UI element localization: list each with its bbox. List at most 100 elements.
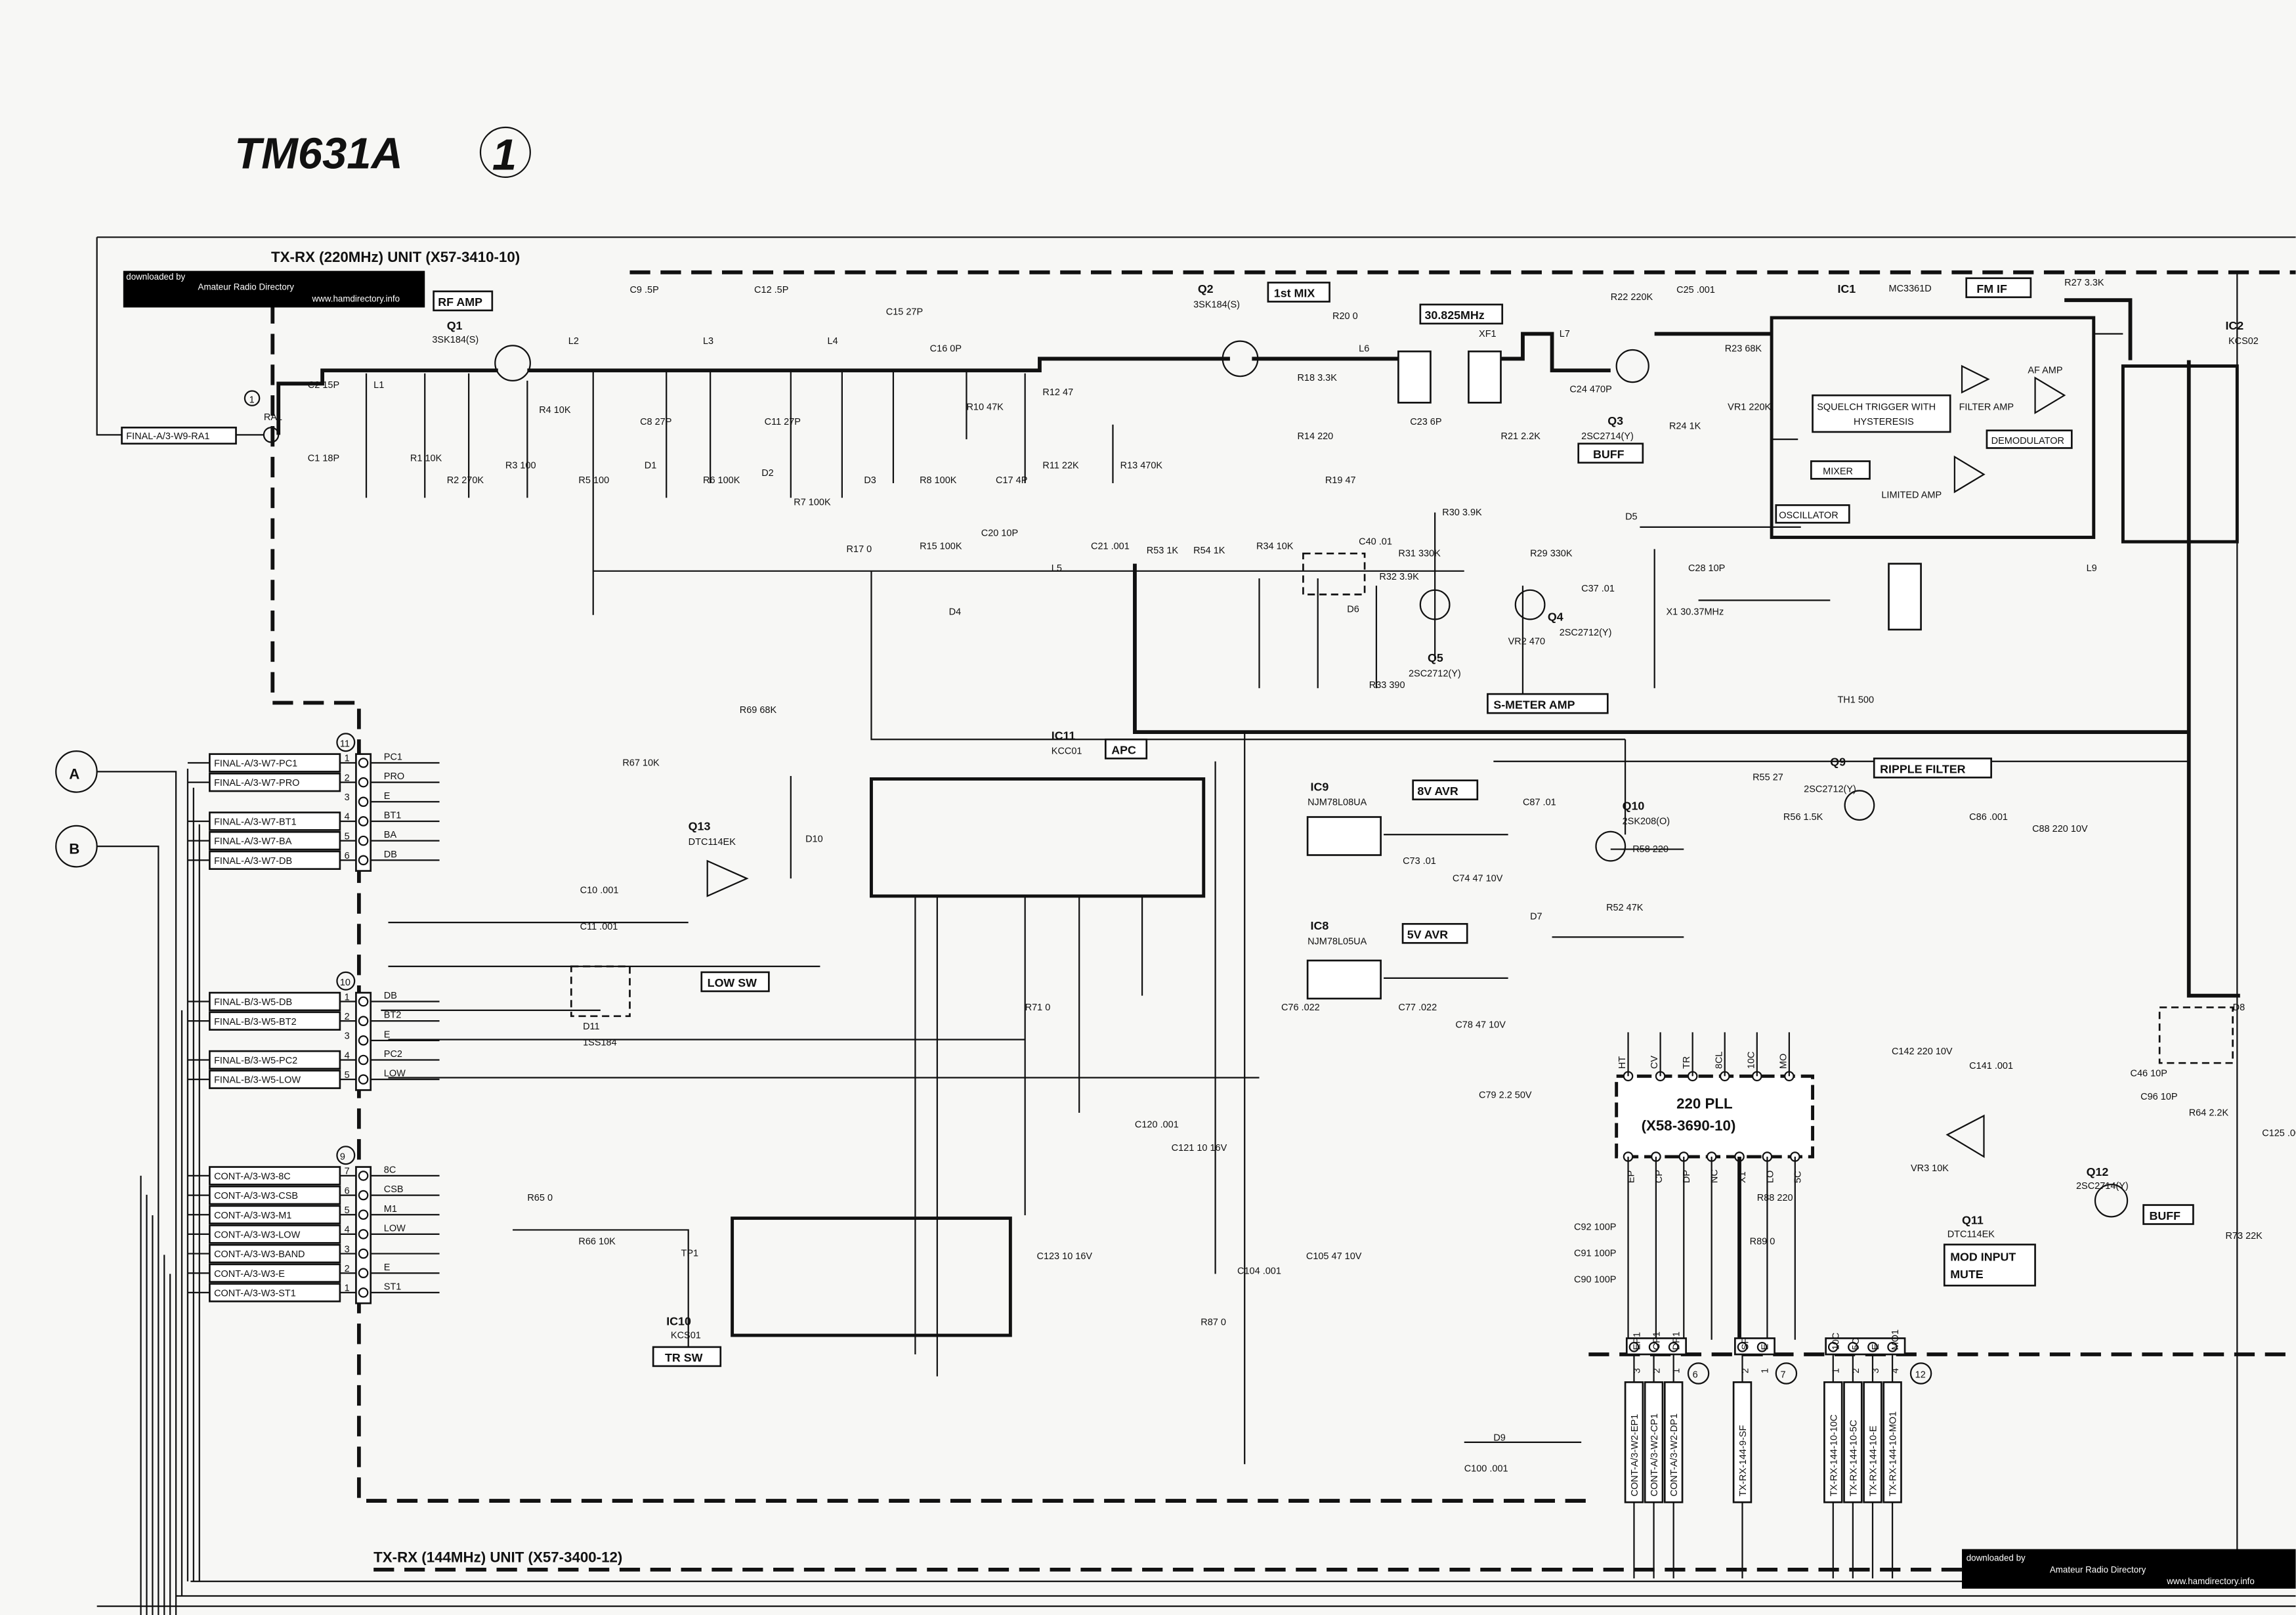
connector-number: 9 [340, 1152, 345, 1162]
connector-pin [1648, 1342, 1659, 1352]
component-label: L6 [1359, 343, 1369, 354]
pin-number: 2 [1851, 1368, 1861, 1373]
pin-signal: LOW [384, 1223, 406, 1234]
pin-signal: E [1871, 1343, 1881, 1350]
wire-label: CONT-A/3-W2-DP1 [1669, 1413, 1680, 1496]
component-label: R23 68K [1725, 343, 1762, 354]
component-label: VR1 220K [1728, 402, 1771, 412]
sheet-number-circle [479, 126, 531, 178]
wire-label: TX-RX-144-9-SF [1738, 1425, 1749, 1497]
connector-pin [358, 1248, 369, 1259]
pll-pin-label: HT [1617, 1056, 1628, 1069]
label-1st-mix: 1st MIX [1274, 287, 1315, 300]
component-label: R8 100K [920, 475, 957, 486]
ic11-box [870, 777, 1206, 898]
connector-number-circle [1687, 1362, 1710, 1385]
connector-body [355, 753, 372, 872]
pin-signal: CSB [384, 1184, 404, 1195]
pin-signal: EP1 [1632, 1332, 1642, 1350]
wire-label: FINAL-B/3-W5-LOW [214, 1075, 301, 1086]
component-label: C73 .01 [1403, 856, 1436, 867]
component-label: 3SK184(S) [432, 335, 478, 345]
component-label: R2 270K [447, 475, 484, 486]
pin-signal: DP1 [1672, 1331, 1682, 1350]
component-label: D5 [1625, 512, 1638, 523]
component-label: VR2 470 [1508, 636, 1545, 647]
component-label: R3 100 [505, 461, 536, 471]
component-label: R4 10K [539, 405, 571, 416]
wire-label-box [209, 1243, 341, 1264]
component-label: L5 [1052, 563, 1062, 574]
component-label: KCS01 [671, 1330, 701, 1341]
antenna-connector: FINAL-A/3-W9-RA1 1 RA1 [121, 390, 282, 445]
pin-signal: E [384, 1262, 391, 1273]
wire-label-box [209, 1263, 341, 1283]
connector-12: 12110CTX-RX-144-10-10C25CTX-RX-144-10-5C… [1823, 1329, 1932, 1579]
pin-number: 1 [1760, 1368, 1771, 1373]
wire-label: FINAL-B/3-W5-BT2 [214, 1017, 297, 1027]
pin-signal: DB [384, 850, 397, 860]
component-label: XF1 [1479, 329, 1497, 339]
pin-number: 4 [345, 812, 350, 823]
component-label: R14 220 [1297, 431, 1333, 442]
pin-signal: MO1 [1890, 1329, 1901, 1350]
pin-signal: SF [1740, 1338, 1751, 1350]
xf1-symbol [1397, 350, 1432, 404]
component-label: C10 .001 [580, 885, 619, 895]
pin-number: 3 [345, 792, 350, 803]
component-label: R88 220 [1757, 1193, 1793, 1203]
component-label: L4 [828, 336, 838, 347]
connector-pin [358, 996, 369, 1007]
component-label: R55 27 [1753, 773, 1783, 783]
component-label: Q13 [689, 820, 711, 833]
connector-pin [1848, 1342, 1858, 1352]
q13-symbol [706, 859, 749, 897]
component-label: R34 10K [1256, 541, 1294, 551]
pin-number: 5 [345, 1070, 350, 1081]
connector-pin [358, 777, 369, 788]
ic1-fm-if-block: SQUELCH TRIGGER WITH HYSTERESIS FILTER A… [1770, 316, 2096, 539]
component-label: R10 47K [966, 402, 1004, 412]
wire-label: FINAL-A/3-W7-BT1 [214, 817, 297, 828]
component-label: IC9 [1311, 780, 1329, 793]
q2-symbol [1222, 340, 1259, 377]
component-label: R21 2.2K [1500, 431, 1541, 442]
sheet-number: 1 [492, 131, 517, 180]
connector-pin [358, 855, 369, 866]
q4-symbol [1514, 589, 1546, 620]
component-label: C8 27P [640, 417, 671, 427]
pin-signal: PC2 [384, 1049, 402, 1060]
ic1-squelch-label: SQUELCH TRIGGER WITH [1817, 402, 1936, 412]
component-label: KCC01 [1052, 746, 1082, 757]
component-label: 2SK208(O) [1623, 817, 1670, 827]
cf1-symbol [1888, 563, 1922, 631]
connector-pin [358, 1054, 369, 1066]
connector-pin [1867, 1342, 1878, 1352]
component-label: R56 1.5K [1783, 812, 1823, 823]
pin-number: 3 [345, 1244, 350, 1255]
watermark-top: downloaded by Amateur Radio Directory ww… [123, 270, 425, 308]
wire-label: CONT-A/3-W3-CSB [214, 1191, 298, 1201]
q1-symbol [494, 345, 531, 381]
pin-signal: BT2 [384, 1010, 402, 1021]
label-mod-input: MOD INPUT [1950, 1250, 2016, 1263]
component-label: IC10 [666, 1314, 691, 1327]
pin-number: 6 [345, 1186, 350, 1196]
wire-label-box [1823, 1381, 1843, 1503]
component-label: D4 [949, 607, 962, 618]
pin-signal: ST1 [384, 1281, 402, 1292]
component-label: Q2 [1198, 282, 1214, 295]
component-label: C1 18P [308, 454, 339, 464]
component-label: NJM78L05UA [1307, 937, 1367, 947]
d11-package [570, 965, 631, 1018]
wire-label: CONT-A/3-W3-ST1 [214, 1288, 296, 1299]
component-label: C76 .022 [1281, 1002, 1320, 1013]
pin-number: 7 [345, 1167, 350, 1177]
